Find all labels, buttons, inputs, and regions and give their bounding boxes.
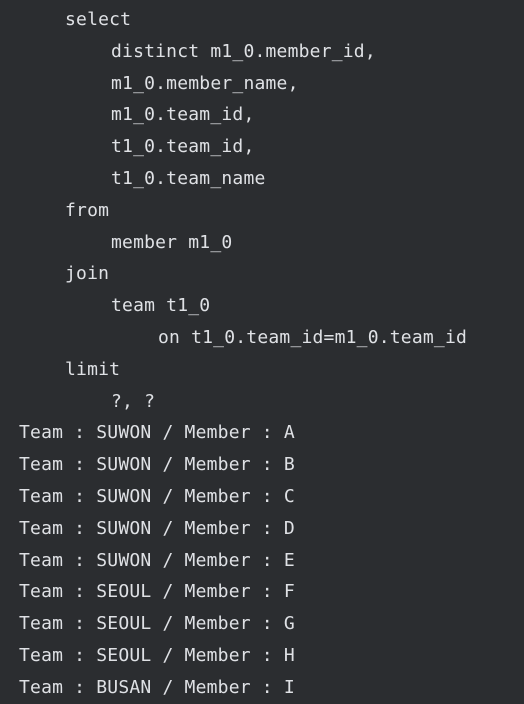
output-line: Team : SUWON / Member : B <box>19 454 295 476</box>
sql-select-keyword: select <box>65 9 132 30</box>
output-line: Team : SUWON / Member : E <box>19 549 295 571</box>
sql-column-team-name: t1_0.team_name <box>111 167 266 189</box>
sql-from-table: member m1_0 <box>111 231 233 253</box>
output-line: Team : SEOUL / Member : H <box>19 644 295 666</box>
sql-limit-keyword: limit <box>65 358 121 380</box>
output-line: Team : SEOUL / Member : G <box>19 613 295 635</box>
sql-column-member-name: m1_0.member_name, <box>111 72 299 94</box>
sql-limit-params: ?, ? <box>111 390 156 412</box>
output-line: Team : SUWON / Member : C <box>19 485 295 507</box>
sql-join-table: team t1_0 <box>111 295 211 317</box>
output-line: Team : BUSAN / Member : I <box>19 676 295 698</box>
sql-join-keyword: join <box>65 263 110 285</box>
sql-column-team-id: t1_0.team_id, <box>111 136 255 158</box>
sql-join-condition: on t1_0.team_id=m1_0.team_id <box>158 326 468 348</box>
output-line: Team : SUWON / Member : A <box>19 422 295 444</box>
sql-from-keyword: from <box>65 199 110 221</box>
output-line: Team : SEOUL / Member : F <box>19 581 295 603</box>
output-line: Team : SUWON / Member : D <box>19 517 295 539</box>
sql-column-member-team-id: m1_0.team_id, <box>111 104 255 126</box>
sql-column-member-id: distinct m1_0.member_id, <box>111 40 376 62</box>
